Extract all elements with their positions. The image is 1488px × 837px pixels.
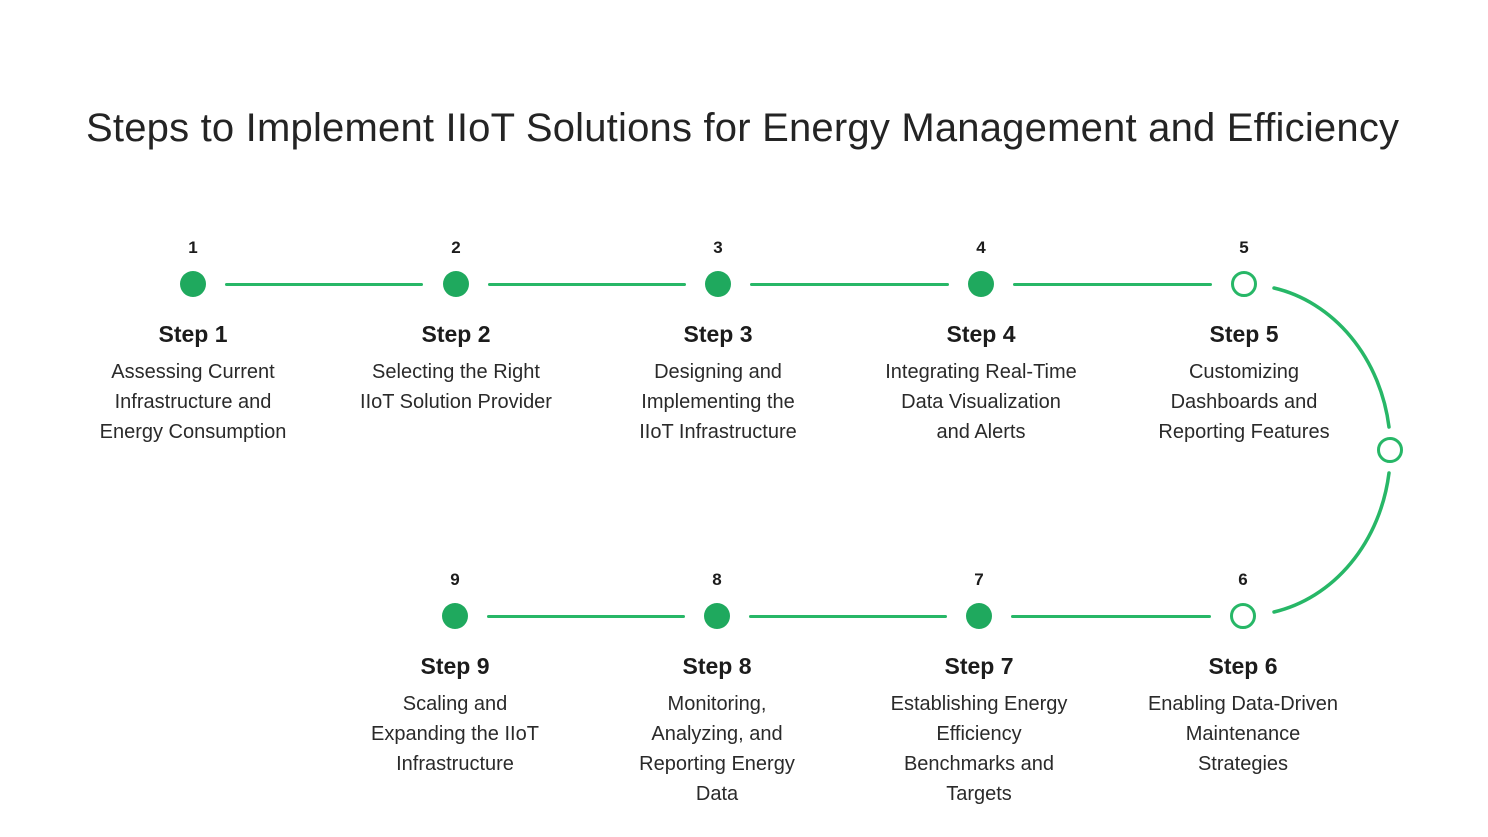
step-6: 6 Step 6 Enabling Data-Driven Maintenanc…	[1113, 570, 1373, 779]
step-6-number: 6	[1238, 570, 1248, 589]
step-1-node	[180, 271, 206, 297]
step-8-node	[704, 603, 730, 629]
curve-midpoint-node	[1377, 437, 1403, 463]
step-1: 1 Step 1 Assessing Current Infrastructur…	[63, 238, 323, 447]
step-5: 5 Step 5 Customizing Dashboards and Repo…	[1114, 238, 1374, 447]
step-9-node	[442, 603, 468, 629]
step-5-description: Customizing Dashboards and Reporting Fea…	[1158, 361, 1330, 443]
step-7-description: Establishing Energy Efficiency Benchmark…	[890, 693, 1068, 805]
step-6-node	[1230, 603, 1256, 629]
step-4: 4 Step 4 Integrating Real-Time Data Visu…	[851, 238, 1111, 447]
step-9-title: Step 9	[420, 653, 490, 679]
step-2-title: Step 2	[421, 321, 491, 347]
step-3-node	[705, 271, 731, 297]
step-8-number: 8	[712, 570, 722, 589]
step-2-number: 2	[451, 238, 461, 257]
step-9: 9 Step 9 Scaling and Expanding the IIoT …	[325, 570, 585, 779]
step-5-title: Step 5	[1209, 321, 1279, 347]
step-9-description: Scaling and Expanding the IIoT Infrastru…	[371, 693, 539, 775]
step-7-node	[966, 603, 992, 629]
step-1-title: Step 1	[158, 321, 228, 347]
connector-step3-step4	[750, 283, 949, 286]
connector-step9-step8	[487, 615, 685, 618]
step-4-number: 4	[976, 238, 986, 257]
page-title: Steps to Implement IIoT Solutions for En…	[86, 106, 1400, 150]
step-8: 8 Step 8 Monitoring, Analyzing, and Repo…	[587, 570, 847, 809]
step-7-number: 7	[974, 570, 984, 589]
step-5-node	[1231, 271, 1257, 297]
step-6-description: Enabling Data-Driven Maintenance Strateg…	[1147, 693, 1339, 775]
step-3: 3 Step 3 Designing and Implementing the …	[588, 238, 848, 447]
step-3-number: 3	[713, 238, 723, 257]
connector-step1-step2	[225, 283, 423, 286]
step-7-title: Step 7	[944, 653, 1014, 679]
step-1-number: 1	[188, 238, 198, 257]
step-2-node	[443, 271, 469, 297]
connector-step7-step6	[1011, 615, 1211, 618]
step-3-description: Designing and Implementing the IIoT Infr…	[639, 361, 797, 443]
step-4-node	[968, 271, 994, 297]
step-2-description: Selecting the Right IIoT Solution Provid…	[360, 361, 552, 413]
step-8-title: Step 8	[682, 653, 752, 679]
step-8-description: Monitoring, Analyzing, and Reporting Ene…	[639, 693, 795, 805]
step-4-description: Integrating Real-Time Data Visualization…	[885, 361, 1077, 443]
step-4-title: Step 4	[946, 321, 1016, 347]
step-6-title: Step 6	[1208, 653, 1278, 679]
step-2: 2 Step 2 Selecting the Right IIoT Soluti…	[326, 238, 586, 417]
step-7: 7 Step 7 Establishing Energy Efficiency …	[849, 570, 1109, 809]
connector-step2-step3	[488, 283, 686, 286]
connector-step8-step7	[749, 615, 947, 618]
step-9-number: 9	[450, 570, 460, 589]
step-5-number: 5	[1239, 238, 1249, 257]
step-1-description: Assessing Current Infrastructure and Ene…	[99, 361, 287, 443]
step-3-title: Step 3	[683, 321, 753, 347]
connector-step4-step5	[1013, 283, 1212, 286]
